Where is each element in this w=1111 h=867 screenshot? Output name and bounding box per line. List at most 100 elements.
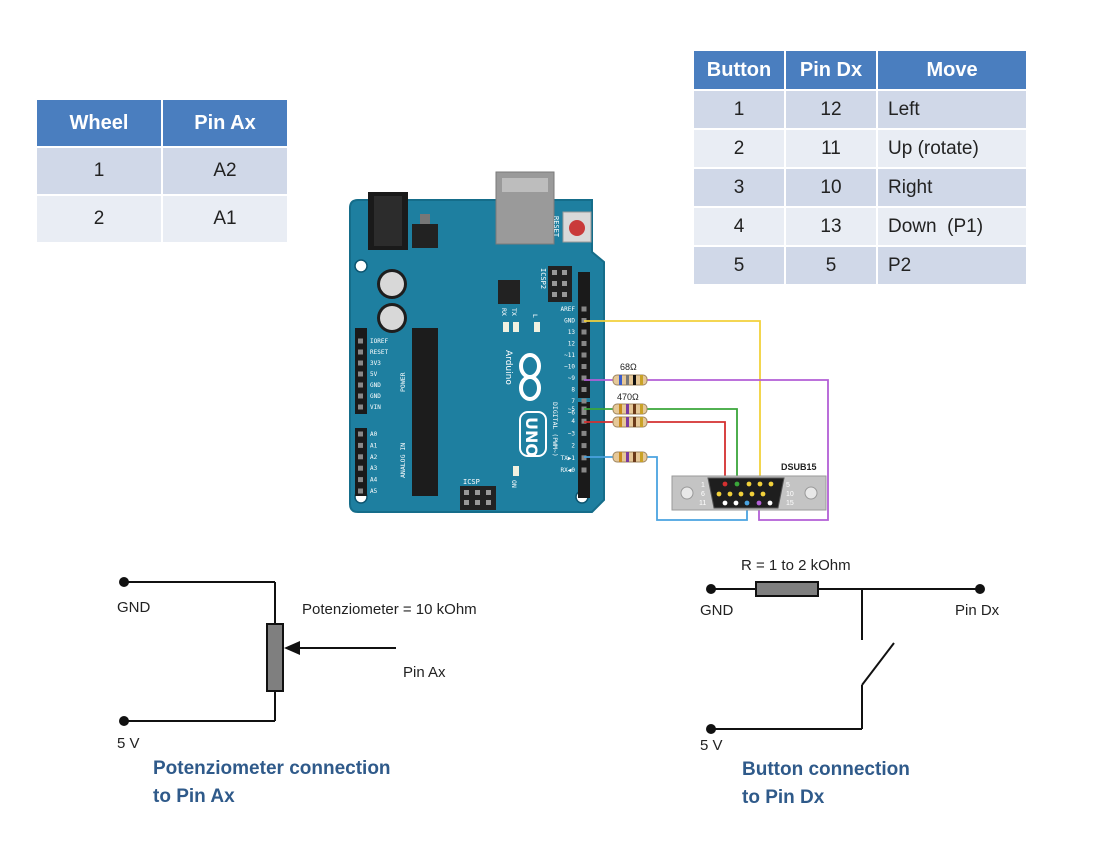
- dsub15-pin-numbers: 1 6 11 5 10 15: [699, 482, 794, 507]
- header-pin: [581, 375, 587, 381]
- button-table: Button Pin Dx Move 1 12 Left 2 11 Up (ro…: [692, 49, 1028, 286]
- header-move: Move: [878, 51, 1026, 89]
- header-pin: [358, 393, 363, 399]
- header-pin: [581, 443, 587, 449]
- btn-gnd-label: GND: [700, 602, 734, 619]
- icsp-label: ICSP: [463, 478, 480, 486]
- pin-label: ~6: [568, 410, 576, 417]
- pot-caption-line2: to Pin Ax: [153, 786, 235, 807]
- gnd-terminal: [119, 577, 129, 587]
- potentiometer-circuit: [124, 581, 396, 722]
- pin-label: 8: [571, 387, 575, 394]
- header-pin: [581, 341, 587, 346]
- header-pin: [581, 387, 587, 392]
- dsub-pin-number: 15: [786, 500, 794, 507]
- brand-label: Arduino: [503, 350, 513, 385]
- rx-led: [503, 322, 509, 332]
- table-row: 2 11 Up (rotate): [694, 130, 1026, 167]
- power-label: POWER: [399, 372, 407, 392]
- tx-led: [513, 322, 519, 332]
- pin-label: GND: [564, 318, 575, 325]
- icsp2-header: [548, 266, 572, 302]
- reset-button-cap: [569, 220, 585, 236]
- tx-label: TX: [510, 308, 518, 316]
- voltage-regulator: [412, 224, 438, 248]
- pin-label: 13: [568, 329, 576, 336]
- table-cell: Right: [878, 169, 1026, 206]
- pin-dx-terminal: [975, 584, 985, 594]
- table-cell: 1: [694, 91, 784, 128]
- pot-caption: Potenziometer connection to Pin Ax: [153, 755, 391, 811]
- table-cell: P2: [878, 247, 1026, 284]
- reset-label: RESET: [552, 216, 560, 238]
- header-pin-dx: Pin Dx: [786, 51, 876, 89]
- table-cell: 2: [37, 196, 161, 242]
- table-row: 1 A2: [37, 148, 287, 194]
- header-pin: [358, 404, 363, 410]
- pin-label: ~11: [564, 352, 575, 359]
- header-button: Button: [694, 51, 784, 89]
- rx-label: RX: [500, 308, 508, 316]
- arduino-board: [349, 171, 605, 513]
- header-pin: [358, 465, 363, 471]
- wheel-table: Wheel Pin Ax 1 A2 2 A1: [35, 98, 289, 244]
- pot-gnd-label: GND: [117, 599, 151, 616]
- header-pin: [358, 371, 363, 377]
- vcc-terminal: [706, 724, 716, 734]
- pin-dx-label: Pin Dx: [955, 602, 1000, 619]
- header-pin: [358, 431, 363, 437]
- pot-caption-line1: Potenziometer connection: [153, 758, 391, 779]
- table-row: 2 A1: [37, 196, 287, 242]
- header-pin: [358, 454, 363, 460]
- table-cell: A2: [163, 148, 287, 194]
- dsub15-label: DSUB15: [781, 462, 817, 472]
- dsub15-pins: [716, 481, 774, 506]
- header-pin: [581, 410, 587, 415]
- header-pin: [358, 382, 363, 388]
- dsub-pin-number: 11: [699, 500, 706, 507]
- pin-label: ~9: [568, 375, 576, 382]
- icsp-header: [460, 486, 496, 510]
- table-cell: Left: [878, 91, 1026, 128]
- btn-5v-label: 5 V: [700, 737, 723, 754]
- pin7-wire: [584, 408, 738, 482]
- resistor-68: [612, 374, 648, 386]
- header-pin: [581, 398, 587, 404]
- pin-label: IOREF: [370, 338, 388, 345]
- table-row: 3 10 Right: [694, 169, 1026, 206]
- pin-label: TX▶1: [561, 455, 576, 462]
- pin-label: GND: [370, 382, 381, 389]
- wheel-table-header: Wheel Pin Ax: [37, 100, 287, 146]
- digital-label: DIGITAL (PWM~): [551, 402, 559, 457]
- table-row: 4 13 Down (P1): [694, 208, 1026, 245]
- model-label: UNO: [522, 417, 541, 457]
- header-wheel: Wheel: [37, 100, 161, 146]
- button-caption: Button connection to Pin Dx: [742, 756, 910, 812]
- dsub-pin-number: 1: [701, 482, 705, 489]
- pin-label: GND: [370, 393, 381, 400]
- header-pin: [358, 338, 363, 344]
- board-silkscreen: RESET ICSP2 ICSP RX TX L ON Arduino UNO …: [399, 216, 560, 488]
- pot-5v-label: 5 V: [117, 735, 140, 752]
- pin-label: ~5: [568, 406, 576, 413]
- dsub-pin-number: 10: [786, 491, 794, 498]
- resistor-symbol: [755, 581, 819, 597]
- pin-label: A2: [370, 454, 378, 461]
- pin-label: ~3: [568, 430, 576, 437]
- pin-label: RESET: [370, 349, 388, 356]
- table-cell: 2: [694, 130, 784, 167]
- atmega-chip: [412, 328, 438, 496]
- resistor-470: [612, 451, 648, 463]
- pin-label: A3: [370, 465, 378, 472]
- header-pin: [581, 364, 587, 369]
- pin-label: AREF: [561, 306, 576, 313]
- header-pin: [581, 467, 587, 473]
- arduino-logo: [519, 353, 541, 401]
- digital-header-low: [578, 402, 590, 498]
- table-cell: 11: [786, 130, 876, 167]
- potentiometer-symbol: [266, 623, 284, 692]
- resistor-value-label: R = 1 to 2 kOhm: [741, 557, 851, 574]
- pin-label: 7: [571, 398, 575, 405]
